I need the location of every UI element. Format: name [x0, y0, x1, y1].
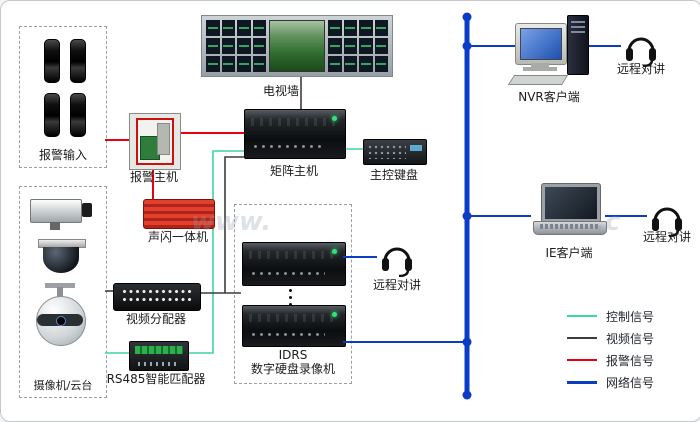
control-signal-lines	[105, 148, 363, 354]
pc-keyboard-icon	[507, 75, 569, 85]
sound-flash-device	[143, 199, 215, 229]
power-led	[332, 312, 337, 317]
ir-detector-icon	[70, 39, 86, 83]
legend-label: 报警信号	[606, 353, 655, 368]
tv-wall-monitor	[359, 20, 373, 36]
tv-wall-monitor	[252, 56, 266, 72]
alarm-input-group: 报警输入	[19, 26, 107, 168]
tv-wall-monitor	[237, 56, 251, 72]
pc-tower-icon	[567, 15, 589, 75]
tv-wall-monitor	[359, 38, 373, 54]
alarm-host-device	[129, 113, 181, 170]
video-splitter-label: 视频分配器	[125, 312, 186, 326]
headset-icon	[621, 27, 661, 68]
legend-label: 网络信号	[606, 375, 655, 390]
legend-item-control: 控制信号	[567, 305, 697, 327]
ptz-camera-icon	[34, 283, 86, 347]
idrs-label-line2: 数字硬盘录像机	[250, 362, 335, 376]
tv-wall-monitor	[328, 56, 342, 72]
tv-wall-monitor	[206, 38, 220, 54]
legend-label: 控制信号	[606, 309, 655, 324]
video-splitter-device	[113, 283, 201, 311]
tv-wall-monitor	[237, 20, 251, 36]
tv-wall-monitor	[359, 56, 373, 72]
tv-wall-monitor	[206, 56, 220, 72]
headset-icon	[377, 237, 417, 278]
ir-detector-icon	[70, 93, 86, 137]
sound-flash-label: 声闪一体机	[147, 230, 208, 244]
tv-wall-monitor	[328, 20, 342, 36]
power-led	[332, 249, 337, 254]
dvr-device-2	[242, 305, 346, 347]
legend-item-network: 网络信号	[567, 371, 697, 393]
tv-wall-monitor	[343, 56, 357, 72]
monitor-icon	[515, 23, 567, 65]
tv-wall-monitor	[252, 20, 266, 36]
tv-wall-monitor	[221, 20, 235, 36]
laptop-base-icon	[533, 221, 607, 235]
remote-intercom-nvr-label: 远程对讲	[616, 62, 665, 76]
more-devices-ellipsis	[289, 289, 292, 306]
legend: 控制信号 视频信号 报警信号 网络信号	[567, 305, 697, 393]
tv-wall-monitor	[374, 38, 388, 54]
control-line-swatch	[567, 315, 597, 317]
box-camera-icon	[30, 197, 94, 230]
ie-client-label: IE客户端	[545, 246, 593, 260]
tv-wall-monitor	[252, 38, 266, 54]
alarm-signal-lines	[105, 132, 244, 199]
alarm-sensor	[44, 39, 86, 83]
remote-intercom-dvr-label: 远程对讲	[372, 278, 421, 292]
tv-wall-monitor	[328, 38, 342, 54]
remote-intercom-ie-label: 远程对讲	[642, 230, 691, 244]
video-signal-lines	[105, 77, 302, 294]
tv-wall-monitor	[343, 20, 357, 36]
legend-item-video: 视频信号	[567, 327, 697, 349]
camera-group: 摄像机/云台	[19, 186, 107, 398]
watermark-left: www.	[191, 207, 272, 237]
legend-item-alarm: 报警信号	[567, 349, 697, 371]
master-keyboard-device	[363, 139, 427, 165]
tv-wall-monitor	[343, 38, 357, 54]
video-line-swatch	[567, 337, 597, 339]
matrix-host-device	[244, 109, 346, 159]
tv-wall-monitor	[221, 56, 235, 72]
alarm-input-label: 报警输入	[38, 148, 87, 163]
matrix-host-label: 矩阵主机	[269, 164, 318, 178]
tv-wall-label: 电视墙	[262, 84, 299, 98]
nvr-client-label: NVR客户端	[518, 90, 580, 104]
dome-camera-icon	[38, 239, 86, 275]
network-line-swatch	[567, 380, 597, 384]
tv-wall-main-screen	[269, 20, 325, 72]
rs485-matcher-label: RS485智能匹配器	[106, 372, 206, 386]
ir-detector-icon	[44, 39, 60, 83]
tv-wall-monitor	[237, 38, 251, 54]
monitor-stand	[531, 63, 549, 67]
legend-label: 视频信号	[606, 331, 655, 346]
alarm-line-swatch	[567, 359, 597, 361]
tv-wall-grid	[328, 20, 388, 72]
headset-icon	[647, 197, 687, 238]
tv-wall-monitor	[206, 20, 220, 36]
watermark-right: .c	[595, 207, 621, 237]
laptop-screen-icon	[541, 183, 601, 223]
rs485-matcher-device	[129, 341, 189, 371]
dvr-device-1	[242, 242, 346, 286]
network-signal-lines	[343, 12, 647, 400]
tv-wall-monitor	[374, 20, 388, 36]
tv-wall-monitor	[374, 56, 388, 72]
idrs-label-line1: IDRS	[278, 348, 308, 362]
idrs-dvr-group: IDRS 数字硬盘录像机	[234, 204, 352, 384]
ir-detector-icon	[44, 93, 60, 137]
tv-wall	[201, 15, 393, 77]
power-led	[332, 116, 337, 121]
alarm-sensor	[44, 93, 86, 137]
monitor-base	[523, 67, 557, 71]
master-keyboard-label: 主控键盘	[369, 168, 418, 182]
tv-wall-monitor	[221, 38, 235, 54]
alarm-host-cover	[157, 123, 170, 155]
camera-group-label: 摄像机/云台	[33, 379, 93, 393]
tv-wall-grid	[206, 20, 266, 72]
alarm-host-label: 报警主机	[129, 170, 178, 184]
